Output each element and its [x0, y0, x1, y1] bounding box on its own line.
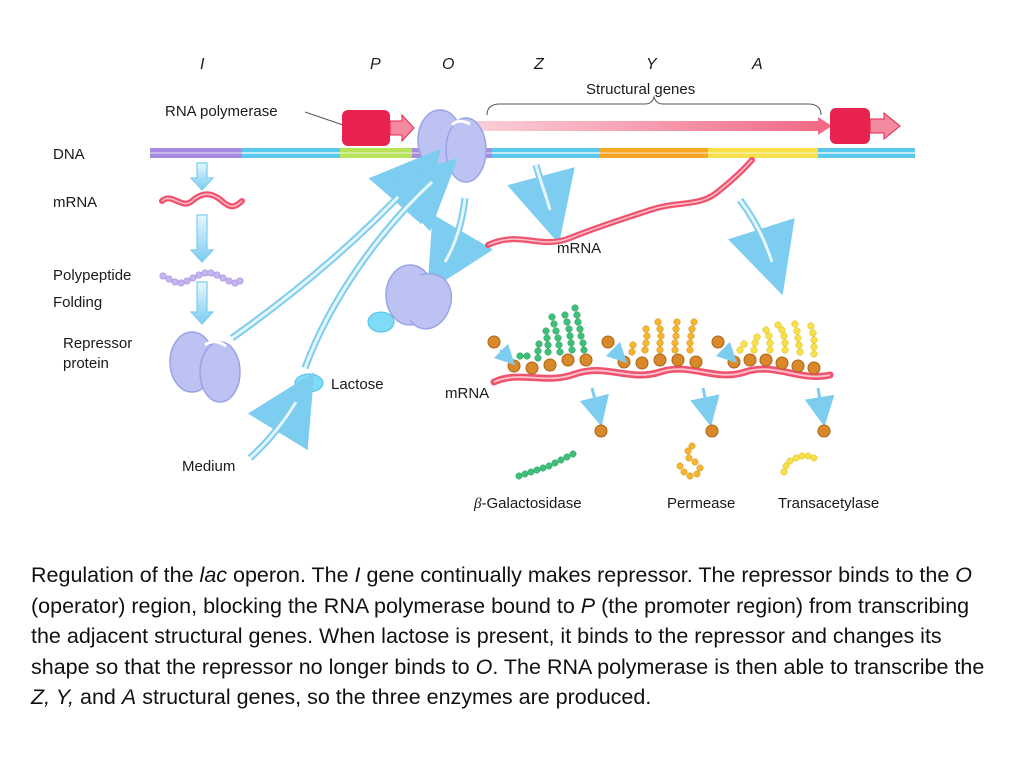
repressor-protein: [169, 331, 241, 403]
permease-label: Permease: [667, 495, 735, 512]
rna-polymerase-moving: [830, 108, 901, 144]
gene-letter-y: Y: [646, 56, 658, 73]
nascent-transacetylase-chains: [736, 320, 818, 358]
mrna-right-label: mRNA: [557, 240, 601, 257]
release-arrows: [579, 387, 835, 427]
ribosomes: [487, 335, 821, 375]
galactosidase-enzyme: [515, 450, 577, 480]
repressor-label-line2: protein: [63, 355, 109, 372]
repressor-on-operator: [417, 109, 487, 183]
rna-polymerase-blocked: [342, 110, 415, 146]
medium-label: Medium: [182, 458, 235, 475]
repressor-to-operator-arrow: [229, 148, 442, 341]
gene-letter-i: I: [200, 56, 205, 73]
mrna-left-label: mRNA: [53, 194, 97, 211]
free-ribosomes: [594, 424, 831, 438]
permease-enzyme: [676, 442, 704, 480]
repressor-label-line1: Repressor: [63, 335, 132, 352]
gene-letter-o: O: [442, 56, 454, 73]
transcription-arrow: [452, 117, 832, 135]
lactose-label: Lactose: [331, 376, 384, 393]
structural-genes-label: Structural genes: [586, 81, 695, 98]
lactose-molecule: [294, 373, 324, 393]
gene-letter-p: P: [370, 56, 381, 73]
mrna-right: [485, 157, 755, 248]
ribosome-entry-arrows: [493, 341, 738, 366]
dna-label: DNA: [53, 146, 85, 163]
nascent-galactosidase-chains: [516, 304, 588, 362]
gene-letter-a: A: [751, 56, 763, 73]
rna-polymerase-pointer: [304, 111, 344, 126]
galactosidase-label: β-Galactosidase: [473, 495, 582, 512]
polypeptide-chain: [159, 269, 244, 287]
mrna-bottom-label: mRNA: [445, 385, 489, 402]
nascent-permease-chains: [628, 318, 698, 356]
transacetylase-label: Transacetylase: [778, 495, 879, 512]
rna-polymerase-label: RNA polymerase: [165, 103, 278, 120]
gene-letter-z: Z: [533, 56, 545, 73]
figure-caption: Regulation of the lac operon. The I gene…: [31, 563, 985, 709]
structural-genes-bracket: [486, 95, 822, 116]
left-pathway-arrows: [189, 162, 215, 325]
polypeptide-label: Polypeptide: [53, 267, 131, 284]
repressor-lactose-complex: [367, 264, 453, 333]
dna-strand: [150, 148, 915, 158]
transacetylase-enzyme: [780, 452, 818, 476]
folding-label: Folding: [53, 294, 102, 311]
lac-operon-diagram: I P O Z Y A Structural genes RNA polymer…: [53, 56, 915, 512]
repressor-release-arrow: [427, 197, 493, 293]
